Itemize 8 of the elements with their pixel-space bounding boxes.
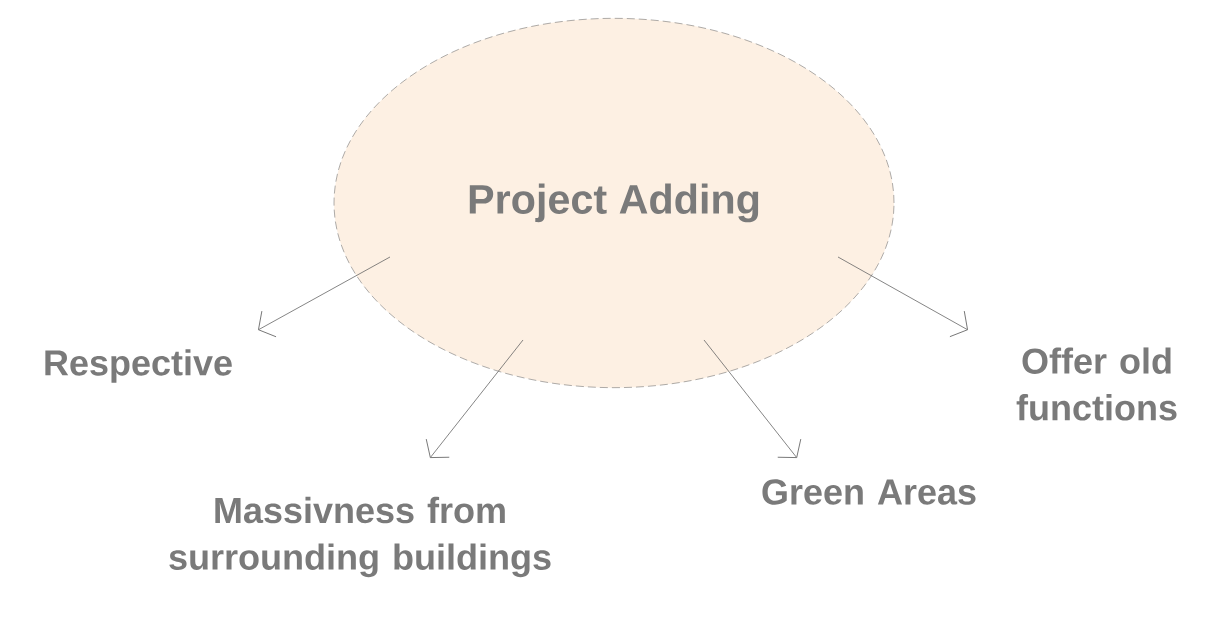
topic-label: Green Areas bbox=[762, 479, 976, 505]
arrow bbox=[703, 339, 802, 458]
topic-label: Offer old functions bbox=[1016, 347, 1177, 421]
arrow bbox=[425, 339, 524, 458]
arrow bbox=[258, 256, 391, 338]
arrow bbox=[837, 256, 968, 338]
topic-label: Respective bbox=[45, 349, 232, 383]
topic-label: Massivness from surrounding buildings bbox=[169, 496, 551, 578]
